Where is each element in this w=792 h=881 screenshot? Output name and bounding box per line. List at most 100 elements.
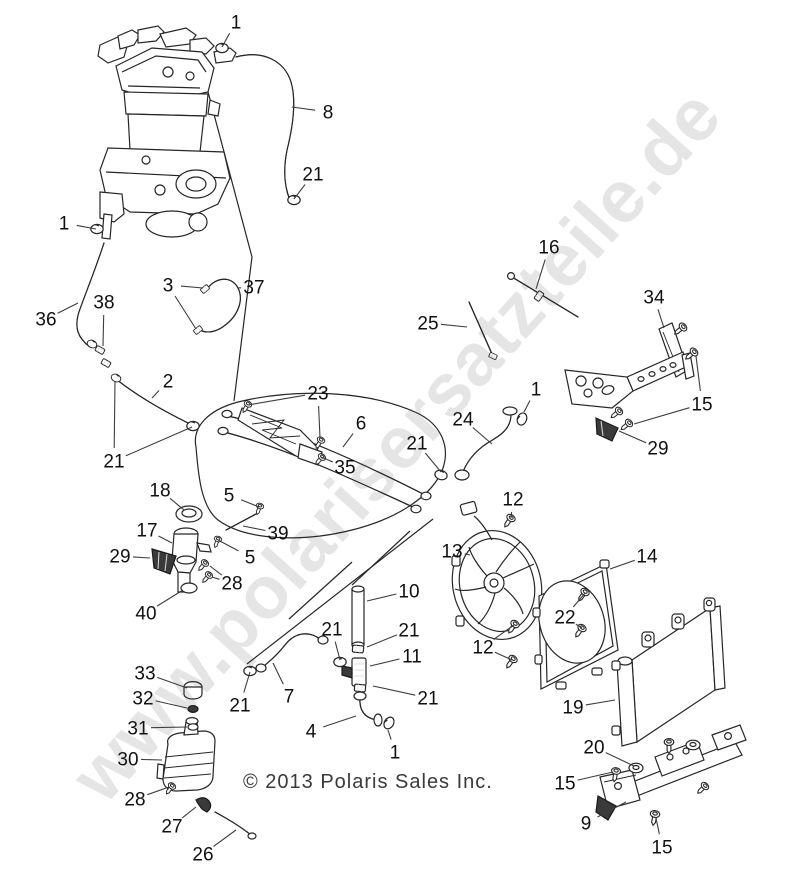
leader-line (272, 662, 284, 685)
leader-line (493, 624, 515, 640)
part-callout-24: 24 (452, 410, 474, 431)
fitting-31 (187, 723, 199, 731)
part-callout-18: 18 (149, 481, 170, 502)
leader-line (213, 829, 237, 847)
copyright-text: © 2013 Polaris Sales Inc. (243, 771, 493, 793)
part-callout-3: 3 (163, 276, 174, 297)
plug-40 (180, 582, 198, 594)
leader-line (424, 452, 442, 473)
part-callout-21: 21 (321, 620, 342, 641)
part-callout-11: 11 (402, 647, 422, 668)
part-callout-15: 15 (691, 395, 712, 416)
part-callout-4: 4 (306, 722, 317, 743)
leader-line (158, 535, 173, 544)
part-callout-32: 32 (132, 689, 153, 710)
t-fitting-11 (341, 657, 367, 687)
part-callout-1: 1 (531, 380, 542, 401)
part-callout-39: 39 (267, 524, 288, 545)
leader-line (657, 309, 665, 329)
part-callout-12: 12 (502, 490, 523, 511)
leader-line (147, 786, 170, 796)
leader-line (387, 729, 392, 740)
reservoir-30 (156, 680, 216, 813)
part-callout-30: 30 (117, 750, 138, 771)
leader-line (510, 511, 513, 519)
leader-line (369, 658, 400, 667)
leader-line (440, 323, 468, 328)
part-callout-9: 9 (581, 814, 592, 835)
leader-line (247, 394, 306, 406)
leader-line (132, 556, 151, 559)
vent-tube-39 (225, 513, 257, 531)
leader-line (240, 499, 260, 508)
hose-3 (201, 278, 241, 333)
funnel-29 (151, 548, 177, 575)
cooling-fan-13 (451, 500, 543, 641)
part-callout-21: 21 (302, 165, 323, 186)
leader-line (211, 576, 220, 580)
hose-8 (235, 54, 295, 201)
part-callout-6: 6 (356, 414, 367, 435)
leader-line (293, 184, 306, 200)
leader-line (575, 623, 583, 629)
part-callout-21: 21 (103, 452, 124, 473)
hose-2 (115, 378, 191, 425)
leader-line (181, 806, 197, 819)
part-callout-21: 21 (229, 696, 250, 717)
leader-line (320, 456, 334, 463)
part-callout-36: 36 (35, 310, 56, 331)
leader-line (366, 593, 397, 602)
leader-line (472, 427, 493, 445)
part-callout-21: 21 (398, 621, 419, 642)
leader-line (113, 380, 116, 449)
leader-line (372, 685, 416, 696)
cap-33 (183, 680, 203, 700)
part-callout-25: 25 (417, 314, 438, 335)
part-callout-5: 5 (245, 548, 256, 569)
part-callout-29: 29 (109, 547, 130, 568)
hose-24 (454, 406, 518, 481)
leader-line (221, 33, 231, 48)
leader-line (140, 758, 163, 761)
leader-line (618, 430, 647, 444)
part-callout-10: 10 (398, 582, 419, 603)
filler-cap-18 (175, 505, 203, 523)
part-callout-19: 19 (562, 698, 583, 719)
leader-line (150, 726, 188, 729)
part-callout-37: 37 (243, 278, 264, 299)
leader-lines (57, 33, 701, 847)
leader-line (494, 651, 513, 661)
part-callout-13: 13 (441, 542, 462, 563)
leader-line (57, 302, 79, 314)
part-callout-14: 14 (636, 547, 658, 568)
part-callout-38: 38 (93, 293, 114, 314)
leader-line (180, 285, 204, 289)
part-callout-20: 20 (583, 738, 604, 759)
fasteners (162, 320, 711, 827)
part-callout-22: 22 (554, 608, 575, 629)
leader-line (609, 559, 635, 570)
part-callout-29: 29 (647, 439, 668, 460)
leader-line (535, 259, 546, 290)
part-callout-28: 28 (221, 574, 242, 595)
part-callout-27: 27 (161, 817, 182, 838)
leader-line (156, 589, 184, 607)
leader-line (125, 426, 193, 457)
part-callout-26: 26 (192, 845, 213, 866)
leader-line (102, 314, 105, 347)
heat-shield-6 (194, 392, 446, 539)
part-callout-35: 35 (334, 458, 355, 479)
part-callout-2: 2 (163, 372, 174, 393)
part-callout-33: 33 (134, 664, 155, 685)
leader-line (174, 295, 197, 330)
elbow-hose-4 (353, 691, 383, 727)
part-callout-31: 31 (127, 719, 148, 740)
bracket-9 (595, 724, 747, 821)
leader-line (209, 565, 223, 576)
part-callout-15: 15 (554, 774, 575, 795)
leader-line (695, 355, 701, 392)
leader-line (169, 497, 185, 511)
